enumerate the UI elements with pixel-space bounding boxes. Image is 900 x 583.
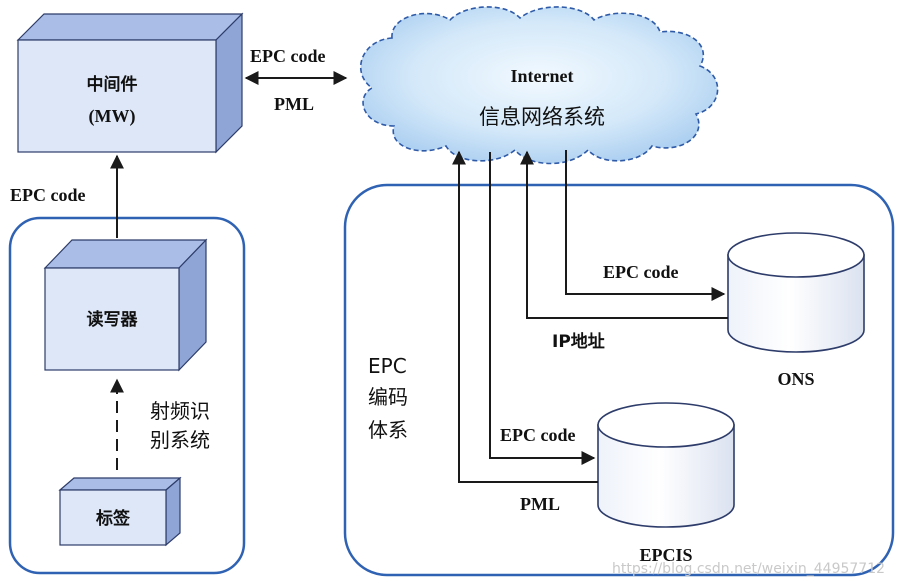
reader-mw-epc-label: EPC code [10,185,86,205]
epc-system-line1: EPC [368,354,407,378]
mw-cloud-pml-label: PML [274,94,314,114]
tag-label: 标签 [96,508,131,529]
tag-box: 标签 [58,476,182,547]
to-ons-epc-label: EPC code [603,262,679,282]
reader-label: 读写器 [87,309,139,330]
ons-database: ONS [727,232,865,389]
epc-system-line3: 体系 [368,418,408,442]
epc-system-line2: 编码 [368,385,408,409]
to-epcis-epc-label: EPC code [500,425,576,445]
cloud-subtitle: 信息网络系统 [479,105,605,129]
epcis-pml-label: PML [520,494,560,514]
middleware-name: 中间件 [87,74,138,95]
middleware-box: 中间件 (MW) [16,12,244,154]
ons-label: ONS [777,369,814,389]
watermark: https://blog.csdn.net/weixin_44957712 [612,561,885,577]
cloud-to-ons-arrow [565,150,726,301]
rfid-system-frame [8,216,246,575]
cloud-to-epcis-arrow [489,152,596,465]
internet-cloud: Internet 信息网络系统 [360,6,719,165]
rfid-system-line1: 射频识 [150,399,210,423]
rfid-system-line2: 别系统 [150,428,210,452]
epcis-to-cloud-arrow [452,150,598,483]
cloud-title: Internet [511,66,574,86]
epc-system-frame [343,183,895,577]
middleware-abbr: (MW) [89,106,136,127]
mw-cloud-epc-label: EPC code [250,46,326,66]
reader-box: 读写器 [43,238,208,372]
epcis-database: EPCIS [597,402,735,565]
ons-ip-label: IP地址 [552,331,605,352]
ons-to-cloud-arrow [520,150,728,319]
epcis-label: EPCIS [639,545,692,565]
